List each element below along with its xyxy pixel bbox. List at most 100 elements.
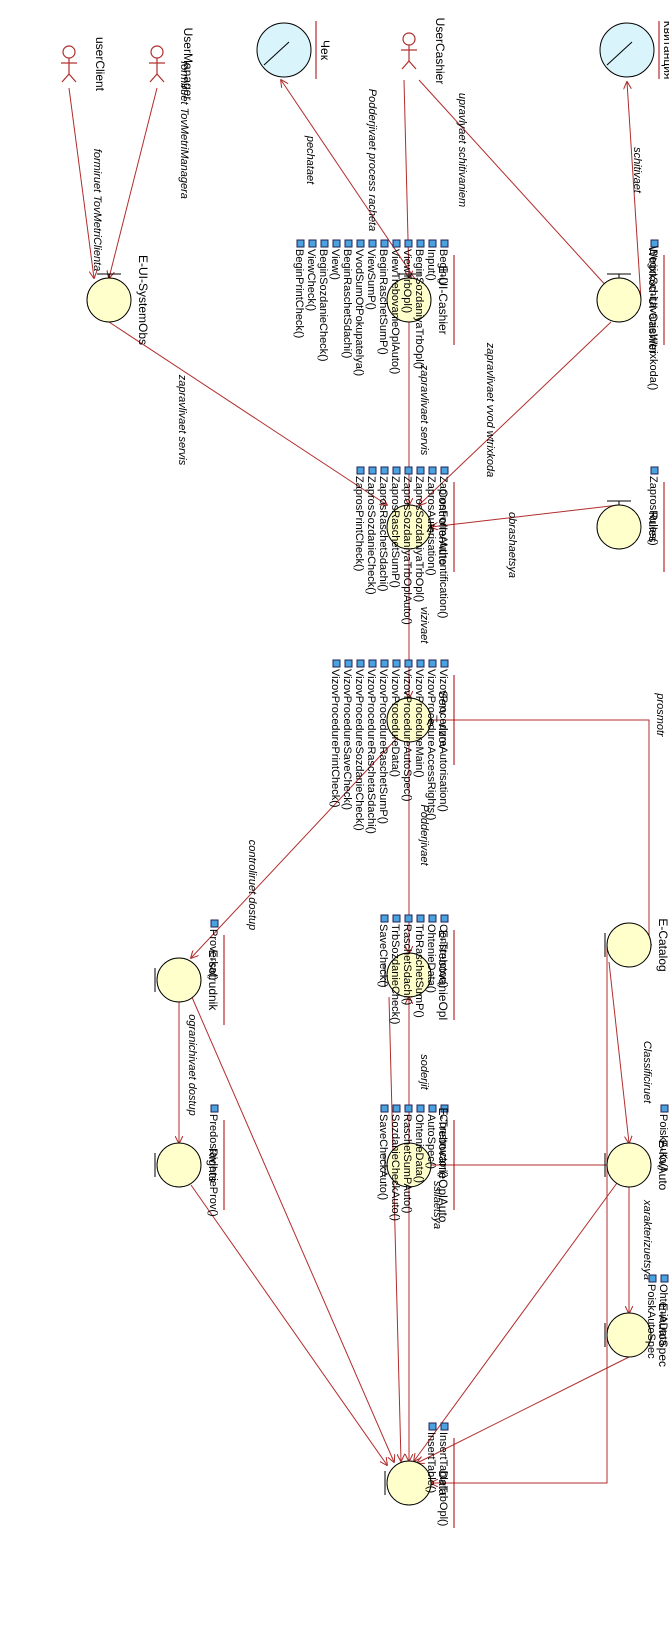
operation-controller-4[interactable]: ZaprosRaschetSumP() bbox=[389, 476, 401, 588]
operation-icon bbox=[650, 239, 659, 248]
object-serv[interactable]: VizovProcedureAutorisation()VizovProcedu… bbox=[329, 659, 455, 834]
message-label-sodergit: soderjit bbox=[418, 1054, 430, 1090]
operation-icon bbox=[416, 659, 425, 668]
operation-controller-3[interactable]: ZaprosSozdaniyaTrbOplAuto() bbox=[401, 476, 413, 625]
object-systemobs[interactable] bbox=[86, 273, 132, 323]
object-data[interactable]: InsertTableTrbOpl()InsertTable() bbox=[384, 1422, 455, 1528]
link-trebopl-data bbox=[388, 996, 401, 1461]
operation-trebopl-2[interactable]: TrbRaschetSumP() bbox=[413, 924, 425, 1018]
operation-uicashier-1[interactable]: Input() bbox=[425, 249, 437, 281]
operation-icon bbox=[380, 659, 389, 668]
object-catalog[interactable] bbox=[604, 922, 652, 968]
operation-uicashier-9[interactable]: View() bbox=[329, 249, 341, 280]
operation-treboplauto-1[interactable]: AutoSpec() bbox=[425, 1114, 437, 1169]
operation-uicashier-8[interactable]: BeginRaschetSdachi() bbox=[341, 249, 353, 358]
message-label-xarakter: xarakterizuetsya bbox=[641, 1199, 653, 1280]
operation-icon bbox=[380, 239, 389, 248]
operation-icon bbox=[368, 466, 377, 475]
operation-serv-6[interactable]: VizovProcedureRaschetaSdachi() bbox=[365, 669, 377, 834]
operation-data-0[interactable]: InsertTableTrbOpl() bbox=[437, 1432, 449, 1526]
operation-trebopl-3[interactable]: RaschetSdachi() bbox=[401, 924, 413, 1005]
object-rules[interactable]: ZaprosRules() bbox=[596, 466, 665, 572]
external-chek[interactable] bbox=[256, 21, 317, 79]
operation-uicashier-6[interactable]: ViewSumP() bbox=[365, 249, 377, 310]
operation-uicashier-4[interactable]: ViewTrebovanieOplAuto() bbox=[389, 249, 401, 374]
operation-treboplauto-5[interactable]: SaveCheckAuto() bbox=[377, 1114, 389, 1200]
object-label-catalog: E-Catalog bbox=[656, 918, 669, 971]
actor-userCashier[interactable] bbox=[401, 32, 417, 70]
operation-serv-2[interactable]: VizovProcedureMain() bbox=[413, 669, 425, 778]
external-kvitanciya[interactable] bbox=[599, 21, 660, 79]
operation-treboplauto-4[interactable]: SozdanieCheckAuto() bbox=[389, 1114, 401, 1221]
operation-serv-5[interactable]: VizovProcedureRaschetSumP() bbox=[377, 669, 389, 824]
object-label-serv: Serv_vizov bbox=[436, 691, 450, 750]
operation-controller-6[interactable]: ZaprosSozdanieCheck() bbox=[365, 476, 377, 595]
object-rights[interactable]: PredostavlenieProv() bbox=[154, 1104, 225, 1217]
operation-sotrudnik-0[interactable]: Proverka() bbox=[207, 929, 219, 980]
operation-data-1[interactable]: InsertTable() bbox=[425, 1432, 437, 1493]
object-label-trebopl: E-TrebovanieOpl bbox=[436, 930, 450, 1020]
operation-icon bbox=[416, 466, 425, 475]
actor-userManager[interactable] bbox=[149, 45, 165, 83]
object-wtrix[interactable]: BeginSchitavanieWtrixkoda() bbox=[596, 239, 665, 390]
object-controller[interactable]: ZaprosFormAuthentification()ZaprosAutori… bbox=[353, 466, 455, 625]
object-uicashier[interactable]: Begin()Input()BeginSozdaniyaTrbOpl()View… bbox=[293, 239, 455, 376]
operation-icon bbox=[210, 1104, 219, 1113]
operation-rules-0[interactable]: ZaprosRules() bbox=[647, 476, 659, 546]
operation-serv-1[interactable]: VizovProcedureAccessRights() bbox=[425, 669, 437, 820]
operation-icon bbox=[440, 1104, 449, 1113]
operation-icon bbox=[308, 239, 317, 248]
operation-trebopl-4[interactable]: TrbSozdanieCheck() bbox=[389, 924, 401, 1024]
object-sotrudnik[interactable]: Proverka() bbox=[154, 919, 225, 1025]
operation-icon bbox=[380, 914, 389, 923]
object-trebopl[interactable]: Constructor()OhtenieData()TrbRaschetSumP… bbox=[377, 914, 455, 1024]
operation-trebopl-5[interactable]: SaveCheck() bbox=[377, 924, 389, 988]
message-label-ogranichivaet: ogranichivaet dostup bbox=[186, 1014, 198, 1116]
operation-trebopl-0[interactable]: Constructor() bbox=[437, 924, 449, 988]
operation-icon bbox=[428, 1422, 437, 1431]
operation-controller-5[interactable]: ZaprosRaschetSdachi() bbox=[377, 476, 389, 592]
link-uicashier-chek bbox=[281, 80, 418, 283]
operation-icon bbox=[416, 1104, 425, 1113]
operation-autospec-0[interactable]: OhtenieData bbox=[657, 1284, 669, 1347]
operation-controller-0[interactable]: ZaprosFormAuthentification() bbox=[437, 476, 449, 618]
link-manager-systemobs bbox=[109, 87, 158, 278]
operation-wtrix-0[interactable]: BeginSchitavanieWtrixkoda() bbox=[647, 249, 659, 390]
operation-treboplauto-0[interactable]: Constructor() bbox=[437, 1114, 449, 1178]
operation-serv-7[interactable]: VizovProcedureSozdanieCheck() bbox=[353, 669, 365, 831]
operation-uicashier-0[interactable]: Begin() bbox=[437, 249, 449, 284]
object-treboplauto[interactable]: Constructor()AutoSpec()OhtenieData()Rasc… bbox=[377, 1104, 455, 1221]
operation-uicashier-3[interactable]: ViewTrbOpl() bbox=[401, 249, 413, 313]
operation-serv-4[interactable]: VizovProcedureData() bbox=[389, 669, 401, 777]
operation-rights-0[interactable]: PredostavlenieProv() bbox=[207, 1114, 219, 1217]
operation-uicashier-5[interactable]: BeginRaschetSumP() bbox=[377, 249, 389, 355]
operation-treboplauto-2[interactable]: OhtenieData() bbox=[413, 1114, 425, 1183]
operation-controller-7[interactable]: ZaprosPrintCheck() bbox=[353, 476, 365, 571]
operation-icon bbox=[416, 239, 425, 248]
actor-userClient[interactable] bbox=[61, 45, 77, 83]
operation-serv-9[interactable]: VizovProcedurePrintCheck() bbox=[329, 669, 341, 808]
operation-uicashier-11[interactable]: ViewCheck() bbox=[305, 249, 317, 311]
operation-trebopl-1[interactable]: OhtenieData() bbox=[425, 924, 437, 993]
operation-autospec-1[interactable]: PoiskAutoSpec bbox=[645, 1284, 657, 1359]
message-label-obrash: obrashaetsya bbox=[506, 512, 518, 578]
operation-uicashier-7[interactable]: VvodSumOtPokupatelya() bbox=[353, 249, 365, 376]
operation-icon bbox=[428, 466, 437, 475]
operation-treboplauto-3[interactable]: RaschetSumPAuto() bbox=[401, 1114, 413, 1213]
object-kvauto[interactable]: PoiskAuto() bbox=[604, 1104, 669, 1210]
operation-serv-0[interactable]: VizovProcedureAutorisation() bbox=[437, 669, 449, 812]
message-label-upravlyaet: upravlyaet schitivaniem bbox=[456, 93, 468, 207]
operation-uicashier-2[interactable]: BeginSozdaniyaTrbOpl() bbox=[413, 249, 425, 369]
message-label-prosmotr: prosmotr bbox=[654, 692, 666, 738]
message-label-control: controliruet dostup bbox=[246, 840, 258, 931]
operation-uicashier-10[interactable]: BeginSozdanieCheck() bbox=[317, 249, 329, 362]
operation-serv-8[interactable]: VizovProcedureSaveCheck() bbox=[341, 669, 353, 810]
operation-kvauto-0[interactable]: PoiskAuto() bbox=[657, 1114, 669, 1171]
operation-serv-3[interactable]: VizovProcedureAutoSpec() bbox=[401, 669, 413, 801]
operation-controller-2[interactable]: ZaprosSozdaniyaTrbOpl() bbox=[413, 476, 425, 602]
operation-icon bbox=[380, 466, 389, 475]
operation-uicashier-12[interactable]: BeginPrintCheck() bbox=[293, 249, 305, 338]
operation-controller-1[interactable]: ZaprosAutorisation() bbox=[425, 476, 437, 576]
